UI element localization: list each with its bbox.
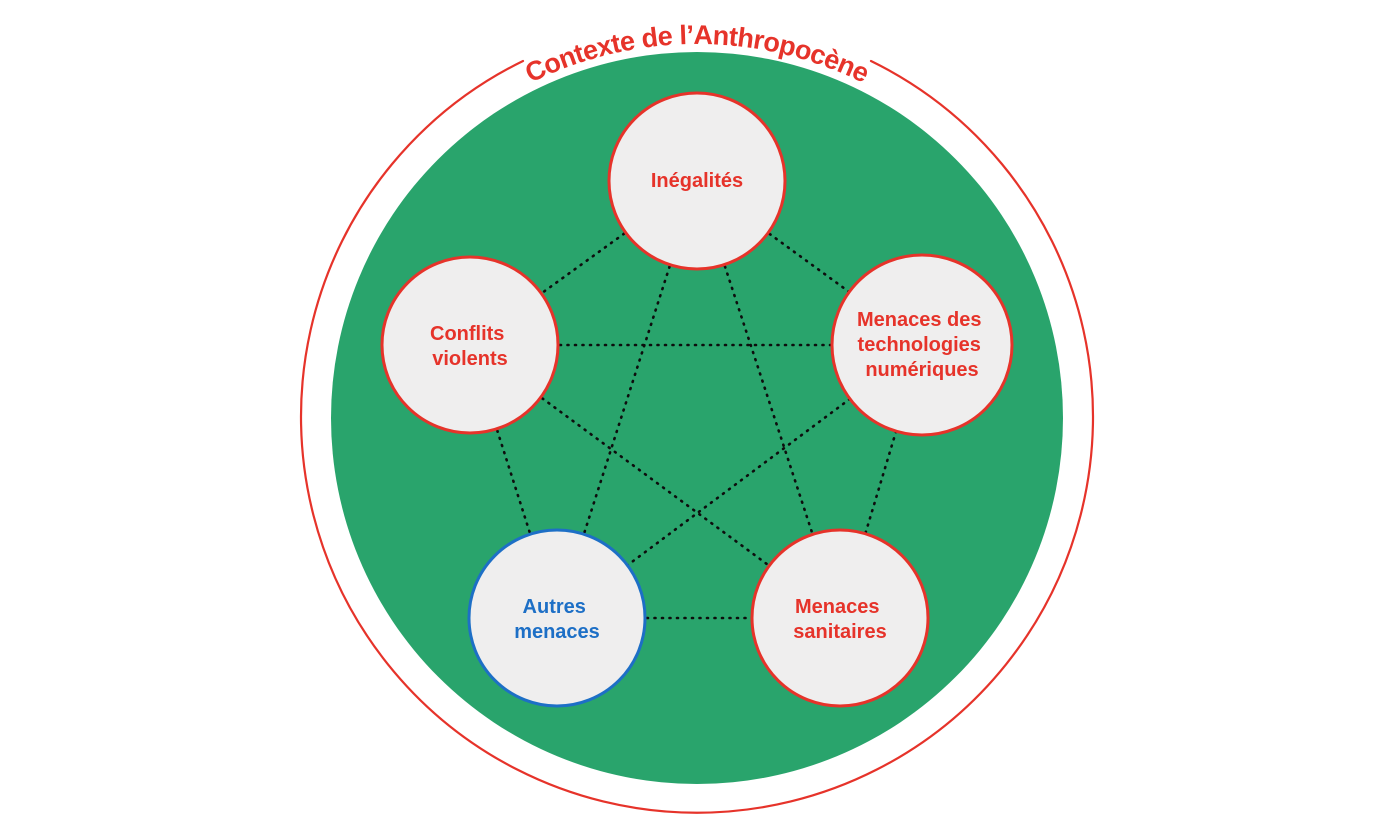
node-inegalites-circle (607, 91, 787, 271)
edge-menaces-technologies-menaces-sanitaires (838, 343, 924, 620)
node-autres-menaces-circle (467, 528, 647, 708)
node-autres-menaces-label: Autres menaces (514, 596, 600, 643)
node-conflits-violents-label: Conflits violents (430, 323, 510, 370)
node-menaces-sanitaires: Menaces sanitaires (750, 528, 930, 708)
node-inegalites-label: Inégalités (651, 170, 743, 192)
node-autres-menaces: Autres menaces (467, 528, 647, 708)
node-conflits-violents: Conflits violents (380, 255, 560, 435)
node-menaces-sanitaires-circle (750, 528, 930, 708)
node-conflits-violents-circle (380, 255, 560, 435)
node-menaces-technologies-circle (830, 253, 1014, 437)
node-menaces-sanitaires-label: Menaces sanitaires (793, 596, 886, 643)
outer-boundary-arc (299, 59, 1095, 814)
node-inegalites: Inégalités (607, 91, 787, 271)
node-menaces-technologies: Menaces des technologies numériques (830, 253, 1014, 437)
node-menaces-technologies-label: Menaces des technologies numériques (857, 309, 987, 381)
